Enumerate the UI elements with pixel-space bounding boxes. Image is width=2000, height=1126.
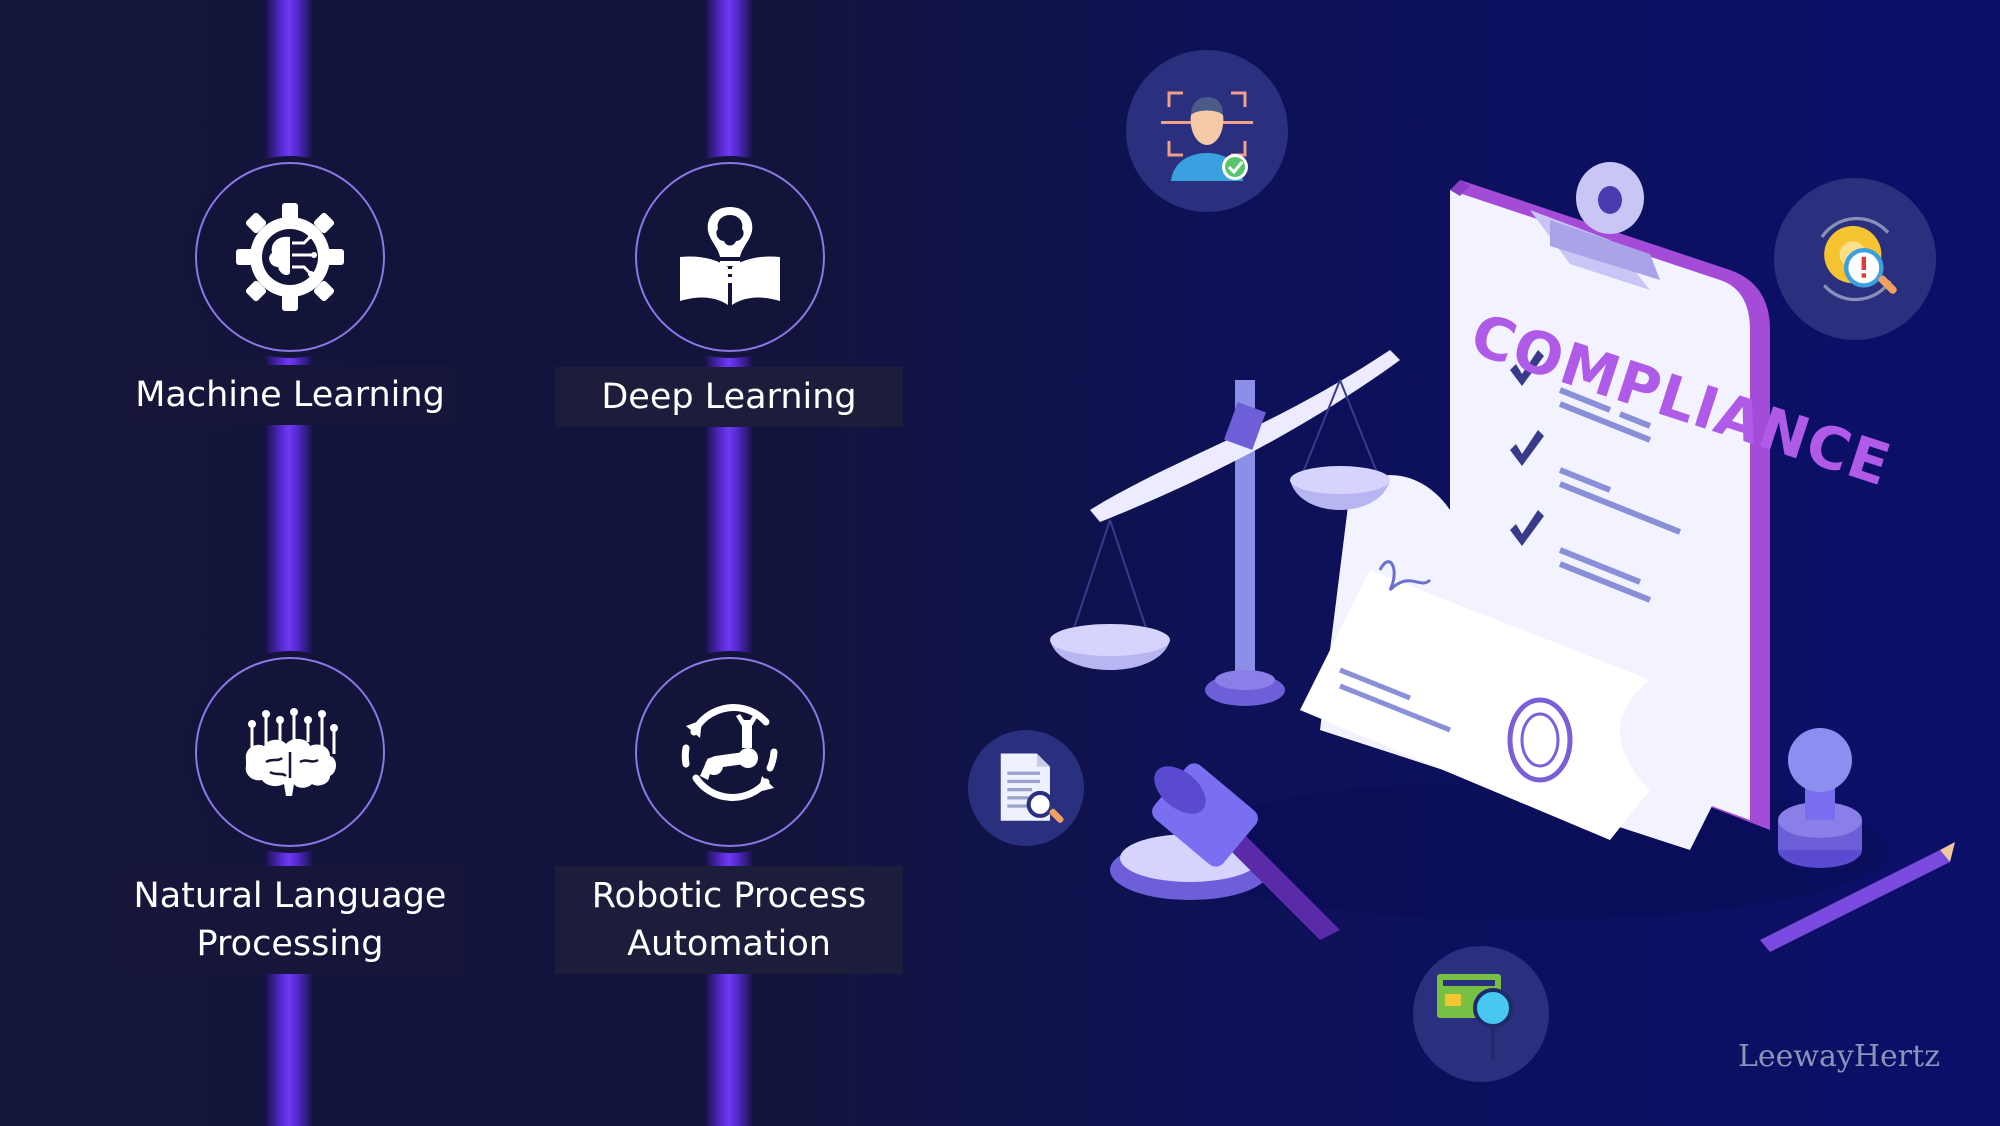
tech-label-machine-learning: Machine Learning xyxy=(125,365,455,425)
tech-label-deep-learning: Deep Learning xyxy=(555,367,903,427)
gear-alert-bubble xyxy=(1774,178,1936,340)
tech-label-rpa: Robotic Process Automation xyxy=(555,866,903,974)
machine-learning-circle xyxy=(195,162,385,352)
face-verification-icon xyxy=(1161,91,1253,181)
signed-document xyxy=(1300,475,1742,850)
robot-arm-cycle-icon xyxy=(681,704,778,801)
compliance-illustration xyxy=(1050,162,1955,952)
stamp xyxy=(1778,728,1862,868)
brain-circuit-icon xyxy=(245,708,338,796)
document-search-bubble xyxy=(968,730,1084,846)
deep-learning-circle xyxy=(635,162,825,352)
gear-search-alert-icon xyxy=(1820,216,1897,302)
watermark: LeewayHertz xyxy=(1737,1039,1940,1074)
rpa-circle xyxy=(635,657,825,847)
nlp-circle xyxy=(195,657,385,847)
justice-scales xyxy=(1050,350,1400,706)
card-search-icon xyxy=(1437,974,1513,1060)
tech-label-nlp: Natural Language Processing xyxy=(115,866,465,974)
gavel xyxy=(1110,763,1340,940)
face-verification-bubble xyxy=(1126,50,1288,212)
book-lightbulb-brain-icon xyxy=(680,207,780,305)
pencil xyxy=(1760,842,1955,952)
gear-brain-icon xyxy=(236,203,344,311)
card-search-bubble xyxy=(1413,946,1549,1082)
document-search-icon xyxy=(1000,753,1064,823)
